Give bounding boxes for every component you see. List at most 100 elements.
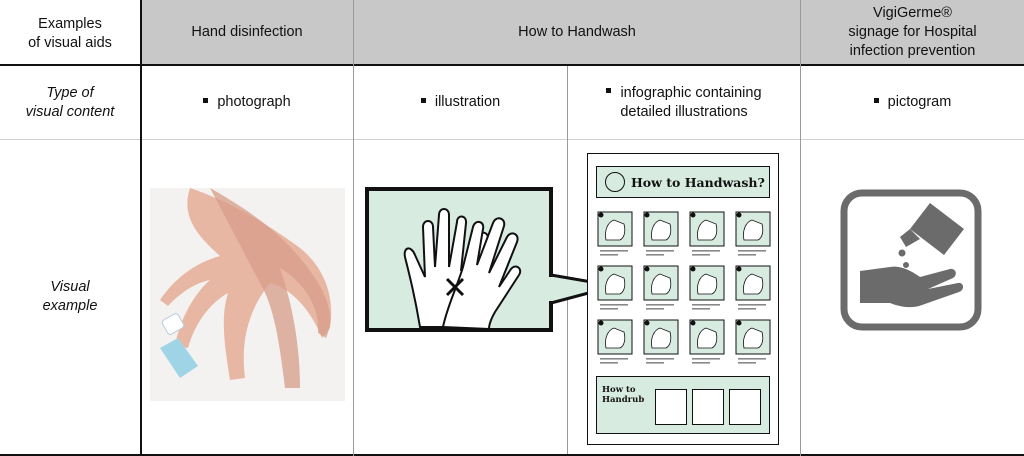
- type-label: illustration: [434, 94, 501, 110]
- bullet-icon: [203, 97, 209, 103]
- header-line: of visual aids: [28, 35, 112, 51]
- header-cell-bg: [141, 0, 353, 64]
- column-divider: [353, 0, 354, 456]
- drop-icon: [903, 262, 909, 268]
- step-number-dot: [644, 212, 650, 218]
- header-line: signage for Hospital: [848, 23, 977, 40]
- hands-drawing: [403, 208, 522, 331]
- step-caption-line: [692, 250, 720, 252]
- step-hand-icon: [743, 327, 764, 349]
- header-examples: Examples of visual aids: [0, 6, 140, 62]
- row-label-line: visual content: [25, 103, 115, 120]
- bullet-icon: [606, 88, 612, 94]
- step-caption-line: [692, 308, 710, 310]
- bullet-icon: [420, 97, 426, 103]
- type-label: pictogram: [887, 94, 952, 110]
- step-hand-icon: [743, 273, 764, 295]
- header-cell-bg: [354, 0, 800, 64]
- drop-icon: [898, 249, 906, 257]
- step-caption-line: [600, 254, 618, 256]
- label-column-rule: [140, 0, 142, 456]
- bullet-icon: [873, 97, 879, 103]
- step-caption-line: [646, 308, 664, 310]
- step-caption-line: [646, 362, 664, 364]
- header-hand-disinfection: Hand disinfection: [141, 0, 353, 64]
- step-hand-icon: [605, 327, 626, 349]
- step-caption-line: [692, 358, 720, 360]
- step-hand-icon: [697, 327, 718, 349]
- step-number-dot: [598, 266, 604, 272]
- dispenser-nozzle-icon: [900, 229, 920, 247]
- row-divider: [0, 139, 1024, 140]
- hand-shape: [160, 188, 332, 380]
- step-caption-line: [600, 308, 618, 310]
- type-infographic: infographic containing detailed illustrat…: [568, 66, 800, 139]
- header-cell-bg: [801, 0, 1024, 64]
- handwash-illustration: [365, 187, 615, 332]
- row-label-line: Type of: [46, 84, 94, 101]
- type-label: detailed illustrations: [620, 103, 748, 120]
- header-how-to-handwash: How to Handwash: [354, 0, 800, 64]
- handrub-title-line: How to: [602, 385, 636, 395]
- step-number-dot: [736, 320, 742, 326]
- step-hand-icon: [651, 219, 672, 241]
- step-caption-line: [600, 362, 618, 364]
- step-caption-line: [646, 358, 674, 360]
- cross-arrows-icon: [445, 277, 465, 297]
- step-caption-line: [738, 250, 766, 252]
- row-label-line: Visual: [50, 279, 90, 295]
- step-caption-line: [600, 304, 628, 306]
- row-label-line: example: [42, 298, 98, 314]
- header-bottom-rule: [0, 64, 1024, 66]
- step-hand-icon: [697, 273, 718, 295]
- column-divider: [800, 0, 801, 456]
- step-hand-icon: [743, 219, 764, 241]
- disinfection-pictogram: [840, 189, 982, 331]
- handrub-tile: [729, 389, 761, 425]
- row-label-visual: Visual example: [0, 140, 140, 454]
- step-hand-icon: [697, 219, 718, 241]
- step-caption-line: [738, 362, 756, 364]
- step-caption-line: [692, 254, 710, 256]
- step-number-dot: [690, 320, 696, 326]
- dispenser-bottle-icon: [910, 203, 964, 255]
- step-caption-line: [738, 358, 766, 360]
- step-caption-line: [646, 304, 674, 306]
- step-number-dot: [644, 266, 650, 272]
- step-hand-icon: [651, 327, 672, 349]
- gel-cap: [161, 313, 185, 335]
- step-caption-line: [738, 254, 756, 256]
- header-label: How to Handwash: [518, 23, 636, 40]
- handrub-title-line: Handrub: [602, 395, 645, 405]
- step-hand-icon: [605, 219, 626, 241]
- step-tiles: [597, 211, 771, 364]
- header-line: VigiGerme®: [873, 4, 952, 21]
- type-photograph: photograph: [141, 66, 353, 139]
- step-caption-line: [600, 250, 628, 252]
- step-number-dot: [598, 320, 604, 326]
- column-divider: [567, 66, 568, 454]
- header-label: Hand disinfection: [191, 23, 303, 40]
- step-number-dot: [736, 212, 742, 218]
- header-line: Examples: [38, 16, 102, 32]
- step-number-dot: [690, 212, 696, 218]
- header-vigigerme: VigiGerme® signage for Hospital infection …: [801, 0, 1024, 64]
- open-hand-icon: [860, 266, 964, 308]
- type-illustration: illustration: [354, 66, 567, 139]
- hand-shape: [210, 188, 331, 388]
- step-caption-line: [646, 250, 674, 252]
- header-line: infection prevention: [849, 42, 976, 59]
- type-label: photograph: [217, 94, 291, 110]
- step-number-dot: [598, 212, 604, 218]
- row-label-type: Type of visual content: [0, 66, 140, 139]
- step-caption-line: [600, 358, 628, 360]
- step-caption-line: [692, 362, 710, 364]
- infographic-title: How to Handwash?: [631, 174, 765, 190]
- handrub-tile: [655, 389, 687, 425]
- type-label: infographic containing: [620, 84, 762, 101]
- step-caption-line: [646, 254, 664, 256]
- handrub-tile: [692, 389, 724, 425]
